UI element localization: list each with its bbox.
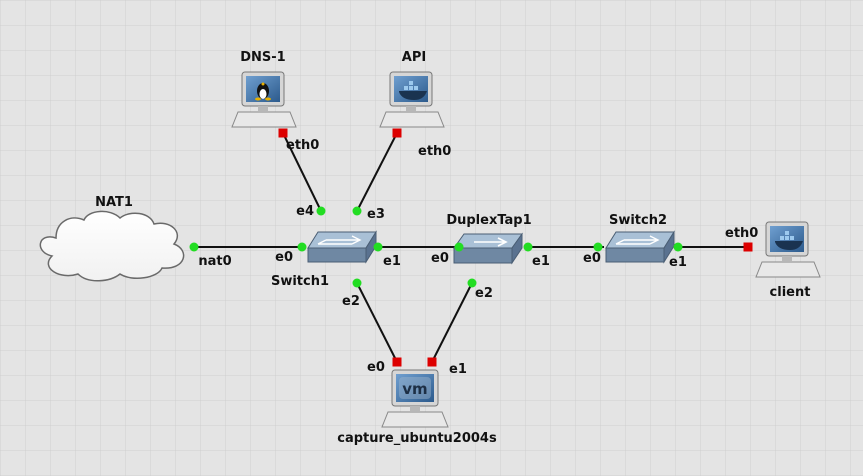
- port-label-capture-e1: e1: [449, 362, 467, 377]
- duplextap-device[interactable]: [453, 232, 523, 265]
- port-duplextap-e2[interactable]: [467, 278, 477, 288]
- port-duplextap-e0[interactable]: [454, 242, 464, 252]
- port-label-switch1-e1: e1: [383, 254, 401, 269]
- dns1-host[interactable]: [231, 71, 297, 128]
- capture-host[interactable]: vm: [381, 369, 449, 428]
- port-label-duplextap-e2: e2: [475, 286, 493, 301]
- port-switch1-e2[interactable]: [352, 278, 362, 288]
- port-switch1-e4[interactable]: [316, 206, 326, 216]
- port-label-switch1-e0: e0: [275, 250, 293, 265]
- docker-whale-icon: [775, 231, 803, 250]
- docker-whale-icon: [399, 81, 427, 100]
- port-label-capture-e0: e0: [367, 360, 385, 375]
- port-switch1-e3[interactable]: [352, 206, 362, 216]
- vm-icon-text: vm: [402, 380, 427, 398]
- link-api-switch1[interactable]: [356, 132, 398, 212]
- api-label: API: [402, 50, 426, 65]
- port-switch1-e0[interactable]: [297, 242, 307, 252]
- port-capture-e1[interactable]: [427, 357, 437, 367]
- port-client-eth0[interactable]: [743, 242, 753, 252]
- links: [194, 132, 748, 363]
- port-dns1-eth0[interactable]: [278, 128, 288, 138]
- port-label-api-eth0: eth0: [418, 144, 451, 159]
- port-capture-e0[interactable]: [392, 357, 402, 367]
- switch2-device[interactable]: [605, 230, 675, 264]
- port-switch2-e0[interactable]: [593, 242, 603, 252]
- linux-tux-icon: [255, 82, 271, 101]
- port-switch2-e1[interactable]: [673, 242, 683, 252]
- port-labels: nat0 e0 e1 e2 e3 e4 e0 e1 e2 e0 e1 eth0 …: [198, 138, 758, 377]
- port-label-duplextap-e0: e0: [431, 251, 449, 266]
- api-host[interactable]: [379, 71, 445, 128]
- port-label-switch1-e2: e2: [342, 294, 360, 309]
- port-api-eth0[interactable]: [392, 128, 402, 138]
- port-nat1-nat0[interactable]: [189, 242, 199, 252]
- ports: [189, 128, 753, 367]
- client-host[interactable]: [755, 221, 821, 278]
- duplextap-label: DuplexTap1: [446, 213, 531, 228]
- port-duplextap-e1[interactable]: [523, 242, 533, 252]
- client-label: client: [770, 285, 811, 300]
- link-switch1-capture[interactable]: [356, 282, 398, 363]
- capture-label: capture_ubuntu2004s: [337, 431, 497, 446]
- dns1-label: DNS-1: [240, 50, 285, 65]
- switch1-device[interactable]: [307, 230, 377, 264]
- port-label-switch1-e3: e3: [367, 207, 385, 222]
- port-label-duplextap-e1: e1: [532, 254, 550, 269]
- switch2-label: Switch2: [609, 213, 667, 228]
- nat1-label: NAT1: [95, 195, 133, 210]
- nat1-cloud[interactable]: [39, 210, 185, 282]
- port-label-dns1-eth0: eth0: [286, 138, 319, 153]
- switch1-label: Switch1: [271, 274, 329, 289]
- link-duplextap-capture[interactable]: [431, 282, 473, 363]
- port-switch1-e1[interactable]: [373, 242, 383, 252]
- port-label-nat0: nat0: [198, 254, 231, 269]
- port-label-switch2-e1: e1: [669, 255, 687, 270]
- port-label-switch2-e0: e0: [583, 251, 601, 266]
- port-label-client-eth0: eth0: [725, 226, 758, 241]
- port-label-switch1-e4: e4: [296, 204, 314, 219]
- link-dns1-switch1[interactable]: [282, 132, 322, 212]
- vm-icon: vm: [399, 377, 431, 399]
